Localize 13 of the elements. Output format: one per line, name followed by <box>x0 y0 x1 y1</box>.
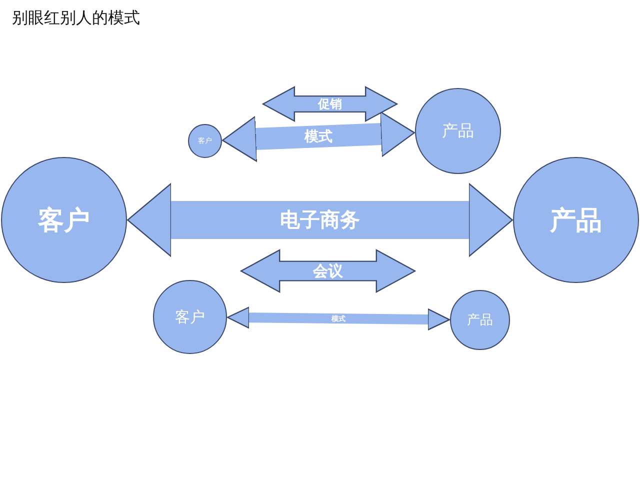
circle-node: 产品 <box>513 157 639 283</box>
edge-label: 模式 <box>304 128 332 146</box>
circle-node: 客户 <box>1 157 127 283</box>
circle-node: 客户 <box>153 280 227 354</box>
double-arrow <box>222 111 416 162</box>
double-arrow-shape: 促销 <box>262 86 398 122</box>
double-arrow <box>127 183 513 257</box>
edge-label: 电子商务 <box>280 206 360 234</box>
circle-node: 产品 <box>415 88 501 174</box>
double-arrow <box>226 306 450 330</box>
title: 别眼红别人的模式 <box>12 8 140 29</box>
double-arrow-shape: 会议 <box>240 249 416 293</box>
circle-node: 产品 <box>450 290 510 350</box>
